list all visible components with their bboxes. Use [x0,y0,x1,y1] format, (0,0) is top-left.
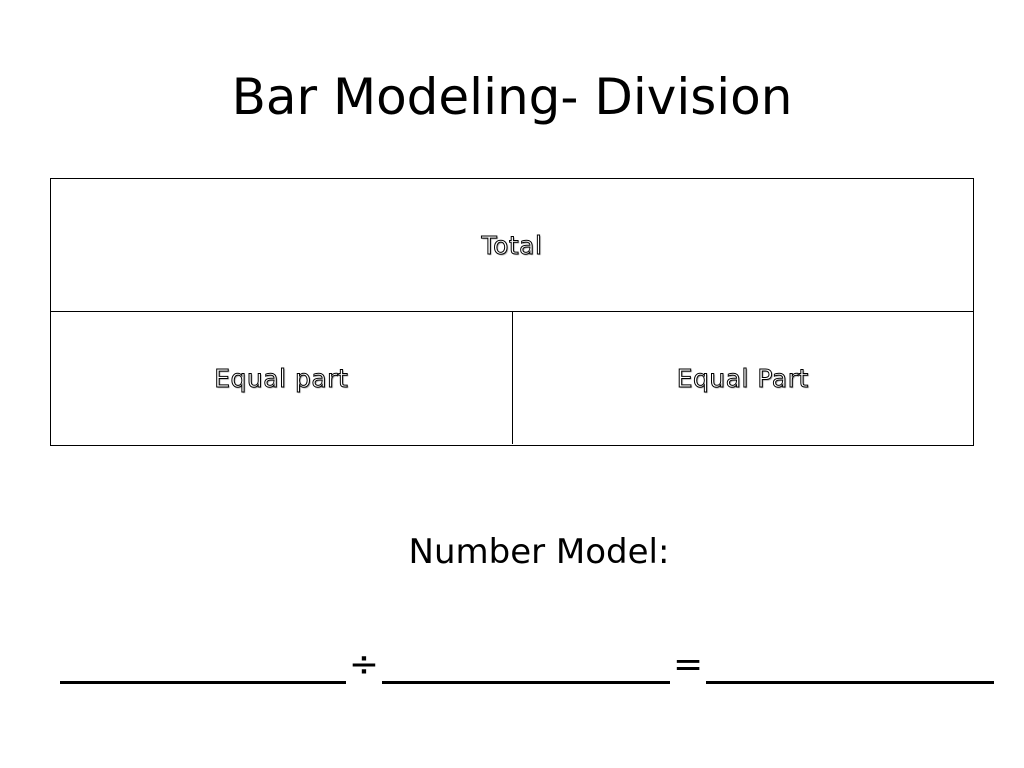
page-title: Bar Modeling- Division [231,68,793,126]
bar-part-cell-2: Equal Part [513,312,974,444]
bar-model-diagram: Total Equal part Equal Part [50,178,974,446]
dividend-blank [60,681,346,684]
bar-total-cell: Total [51,179,973,312]
number-model-equation: ÷ = [60,640,994,690]
bar-part-cell-1: Equal part [51,312,513,444]
bar-part-label-1: Equal part [214,363,349,393]
divisor-blank [382,681,670,684]
bar-total-label: Total [481,230,543,260]
bar-part-label-2: Equal Part [676,363,809,393]
bar-parts-row: Equal part Equal Part [51,312,973,444]
number-model-label: Number Model: [408,532,670,572]
divide-symbol: ÷ [348,644,380,685]
quotient-blank [706,681,994,684]
equals-symbol: = [672,644,704,685]
